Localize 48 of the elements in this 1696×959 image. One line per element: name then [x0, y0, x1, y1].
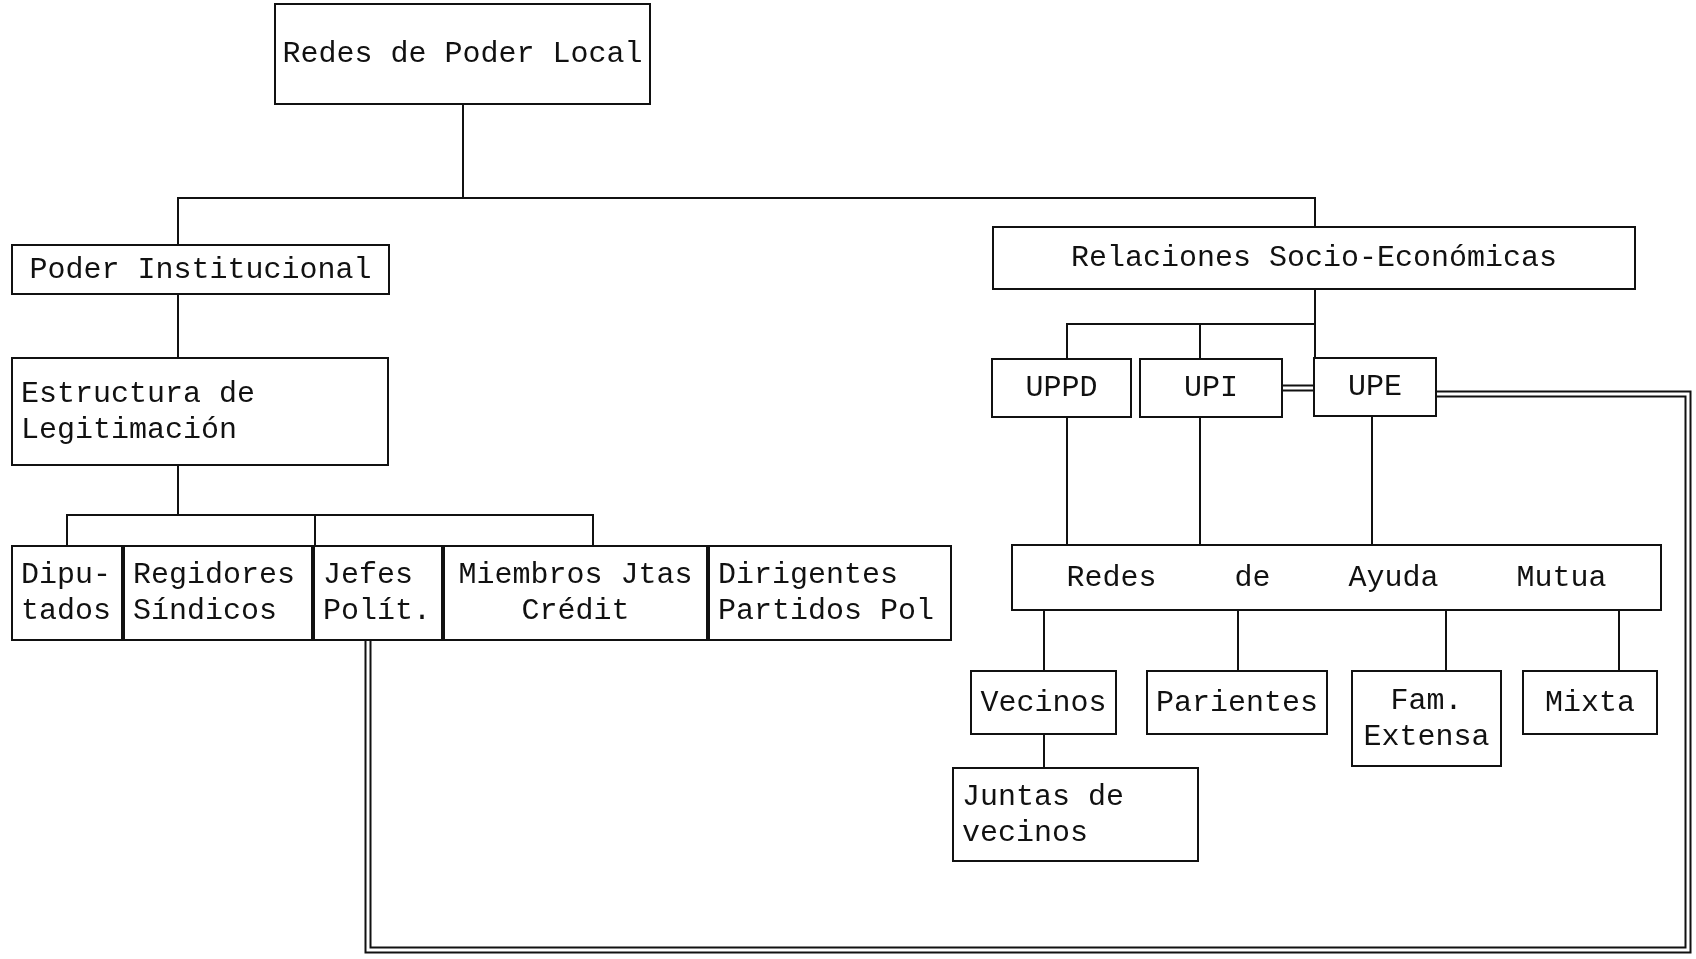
connector-line [1371, 416, 1373, 545]
text-box [708, 545, 952, 641]
text-box [992, 226, 1636, 290]
text-box [443, 545, 708, 641]
box-label: Jefes Polít. [323, 557, 433, 629]
box-label: Relaciones Socio-Económicas [1070, 240, 1558, 276]
box-label: Redes de Poder Local [282, 36, 643, 72]
box-label: UPE [1348, 369, 1402, 405]
text-box [952, 767, 1199, 862]
text-box [313, 545, 443, 641]
box-label: Parientes [1156, 684, 1318, 721]
box-label: Vecinos [980, 684, 1107, 721]
connector-line [177, 294, 179, 358]
box-label: Dirigentes Partidos Pol [718, 557, 936, 629]
text-box [970, 670, 1117, 735]
text-box [1011, 544, 1662, 611]
box-label: Miembros Jtas Crédit [457, 557, 694, 629]
text-box [1146, 670, 1328, 735]
text-box [1139, 358, 1283, 418]
text-box [123, 545, 313, 641]
text-box [1351, 670, 1502, 767]
connector-line [1066, 417, 1068, 545]
box-label: Dipu- tados [21, 557, 112, 629]
connector-line [1618, 610, 1620, 671]
connector-line [1043, 610, 1045, 671]
box-label: Estructura de Legitimación [21, 375, 257, 448]
connector-line [1043, 734, 1045, 768]
text-box [1522, 670, 1658, 735]
box-label: Fam. Extensa [1362, 682, 1491, 755]
connector-line [1445, 610, 1447, 671]
double-line-connector [1283, 384, 1313, 392]
text-box [1313, 357, 1437, 417]
box-label: UPPD [1025, 370, 1098, 406]
connector-line [1199, 417, 1201, 545]
double-line-connector [364, 390, 1692, 954]
text-box [11, 545, 123, 641]
text-box [11, 244, 390, 295]
box-label: Poder Institucional [29, 251, 372, 288]
text-box [274, 3, 651, 105]
box-label: UPI [1184, 370, 1238, 406]
box-label: Juntas de vecinos [962, 778, 1126, 851]
text-box [11, 357, 389, 466]
box-label: Mixta [1545, 684, 1635, 721]
box-label: Redes de Ayuda Mutua [1066, 559, 1607, 596]
text-box [991, 358, 1132, 418]
box-label: Regidores Síndicos [133, 557, 297, 629]
connector-line [1314, 289, 1316, 358]
connector-line [1237, 610, 1239, 671]
